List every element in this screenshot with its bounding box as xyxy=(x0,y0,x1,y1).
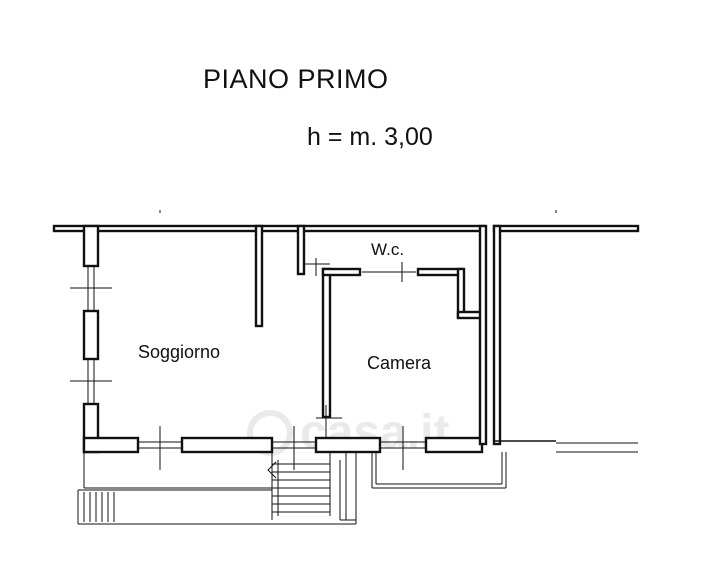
partition-camera xyxy=(321,267,332,419)
room-label-living: Soggiorno xyxy=(138,342,220,362)
plan-title: PIANO PRIMO xyxy=(203,64,389,94)
wall-bottom-4 xyxy=(424,436,484,454)
wall-left-1 xyxy=(82,224,100,268)
wall-left-2 xyxy=(82,309,100,361)
wall-top-right xyxy=(492,224,640,233)
windows xyxy=(70,258,426,470)
room-label-wc: W.c. xyxy=(371,240,404,259)
ceiling-height-note: h = m. 3,00 xyxy=(307,123,433,151)
wall-bottom-3 xyxy=(314,436,382,454)
partition-wc-jog xyxy=(456,267,466,319)
partition-wc-1 xyxy=(321,267,362,277)
wall-bottom-2 xyxy=(180,436,274,454)
room-label-bedroom: Camera xyxy=(367,353,432,373)
staircase xyxy=(77,452,356,525)
wall-bottom-1 xyxy=(82,436,140,454)
wall-top xyxy=(52,224,486,233)
partition-wc-2 xyxy=(416,267,464,277)
walls xyxy=(52,224,640,454)
wall-right xyxy=(478,224,488,446)
partition-wc-stub xyxy=(296,224,306,276)
partition-living xyxy=(254,224,264,328)
stair-direction-arrow xyxy=(267,461,277,479)
wall-neighbour xyxy=(492,224,502,446)
